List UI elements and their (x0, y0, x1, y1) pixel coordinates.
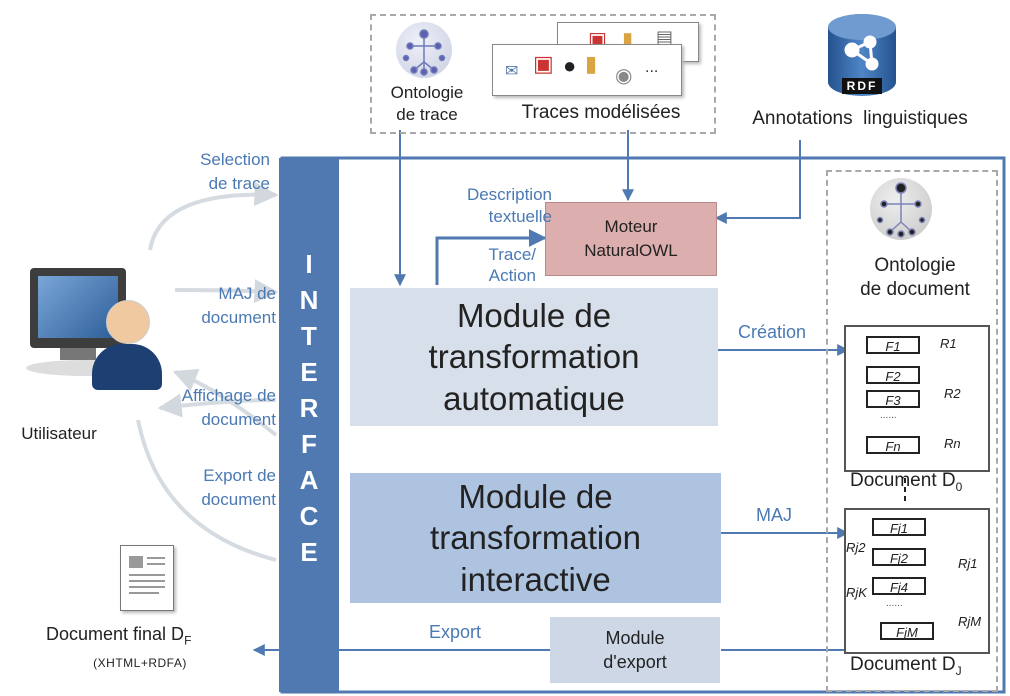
doc-update-label: MAJ de document (201, 284, 276, 327)
export-module: Module d'export (550, 617, 720, 683)
document-column-box (826, 170, 998, 692)
modeled-traces-label: Traces modélisées (521, 102, 681, 123)
fragment-f2: F2 (866, 366, 920, 384)
email-icon: ✉ (505, 63, 519, 80)
relation-r2: R2 (944, 386, 961, 401)
interface-letter: A (299, 465, 319, 495)
interface-letter: C (299, 501, 319, 531)
automatic-module: Module de transformation automatique (350, 288, 718, 426)
trace-action-label: Trace/ Action (488, 245, 536, 285)
interface-letter: E (300, 357, 318, 387)
document-ontology-label: Ontologie de document (860, 255, 970, 300)
export-module-label: Module d'export (603, 628, 667, 672)
interface-letter: T (301, 321, 317, 351)
description-label: Description textuelle (466, 185, 552, 226)
linguistic-annotations-label: Annotations linguistiques (752, 108, 968, 129)
interface-letter: E (300, 537, 318, 567)
creation-label: Création (737, 322, 807, 342)
person-icon: ● (563, 53, 577, 78)
rdf-badge: RDF (842, 78, 882, 94)
naturalowl-engine: Moteur NaturalOWL (545, 202, 717, 276)
doc-export-label: Export de document (201, 466, 276, 509)
relation-rjm: RjM (958, 614, 982, 629)
folder-icon: ▮ (622, 29, 634, 51)
relation-rj1: Rj1 (958, 556, 978, 571)
rdf-database-icon: RDF (828, 14, 896, 96)
document-d0-title: Document D0 (850, 470, 963, 494)
doc-display-label: Affichage de document (181, 386, 276, 429)
floppy-icon: ▣ (533, 51, 554, 76)
user-avatar (92, 300, 162, 390)
interface-letter: N (299, 285, 319, 315)
fragment-fjm: FjM (880, 622, 934, 640)
user-label: Utilisateur (21, 424, 97, 443)
interface-letter: I (305, 249, 313, 279)
doc0-ellipsis: ...... (880, 410, 897, 421)
cd-icon: ◉ (615, 65, 633, 87)
final-document-format: (XHTML+RDFA) (93, 656, 187, 670)
ellipsis-icon: ... (645, 59, 659, 76)
fragment-fn: Fn (866, 436, 920, 454)
relation-rjk: RjK (846, 585, 867, 600)
relation-r1: R1 (940, 336, 957, 351)
final-document-title: Document final DF (46, 624, 192, 648)
fragment-f1: F1 (866, 336, 920, 354)
relation-rj2: Rj2 (846, 540, 866, 555)
interactive-module-label: Module de transformation interactive (430, 478, 641, 598)
trace-ontology-label: Ontologie de trace (390, 83, 464, 124)
document-icon: ▤ (656, 27, 674, 47)
trace-card-front: ✉ ▣ ● ▮ ◉ ... (492, 44, 682, 96)
trace-inputs-box (370, 14, 716, 134)
interface-bar (279, 158, 339, 692)
folder-icon: ▮ (585, 51, 598, 76)
fragment-fj1: Fj1 (872, 518, 926, 536)
update-label: MAJ (756, 505, 792, 525)
trace-selection-label: Selection de trace (200, 150, 270, 193)
fragment-fj2: Fj2 (872, 548, 926, 566)
export-label: Export (428, 622, 482, 642)
docj-ellipsis: ...... (886, 598, 903, 609)
automatic-module-label: Module de transformation automatique (428, 297, 640, 417)
interactive-module: Module de transformation interactive (350, 473, 721, 603)
interface-letter: F (301, 429, 317, 459)
engine-label: Moteur NaturalOWL (584, 217, 678, 260)
trace-ontology-icon (396, 22, 452, 78)
document-ontology-icon (870, 178, 932, 240)
fragment-f3: F3 (866, 390, 920, 408)
final-document-icon (120, 545, 174, 611)
relation-rn: Rn (944, 436, 961, 451)
user-arcs (136, 182, 279, 562)
document-dj-title: Document DJ (850, 654, 962, 678)
fragment-fj4: Fj4 (872, 577, 926, 595)
interface-letter: R (299, 393, 319, 423)
